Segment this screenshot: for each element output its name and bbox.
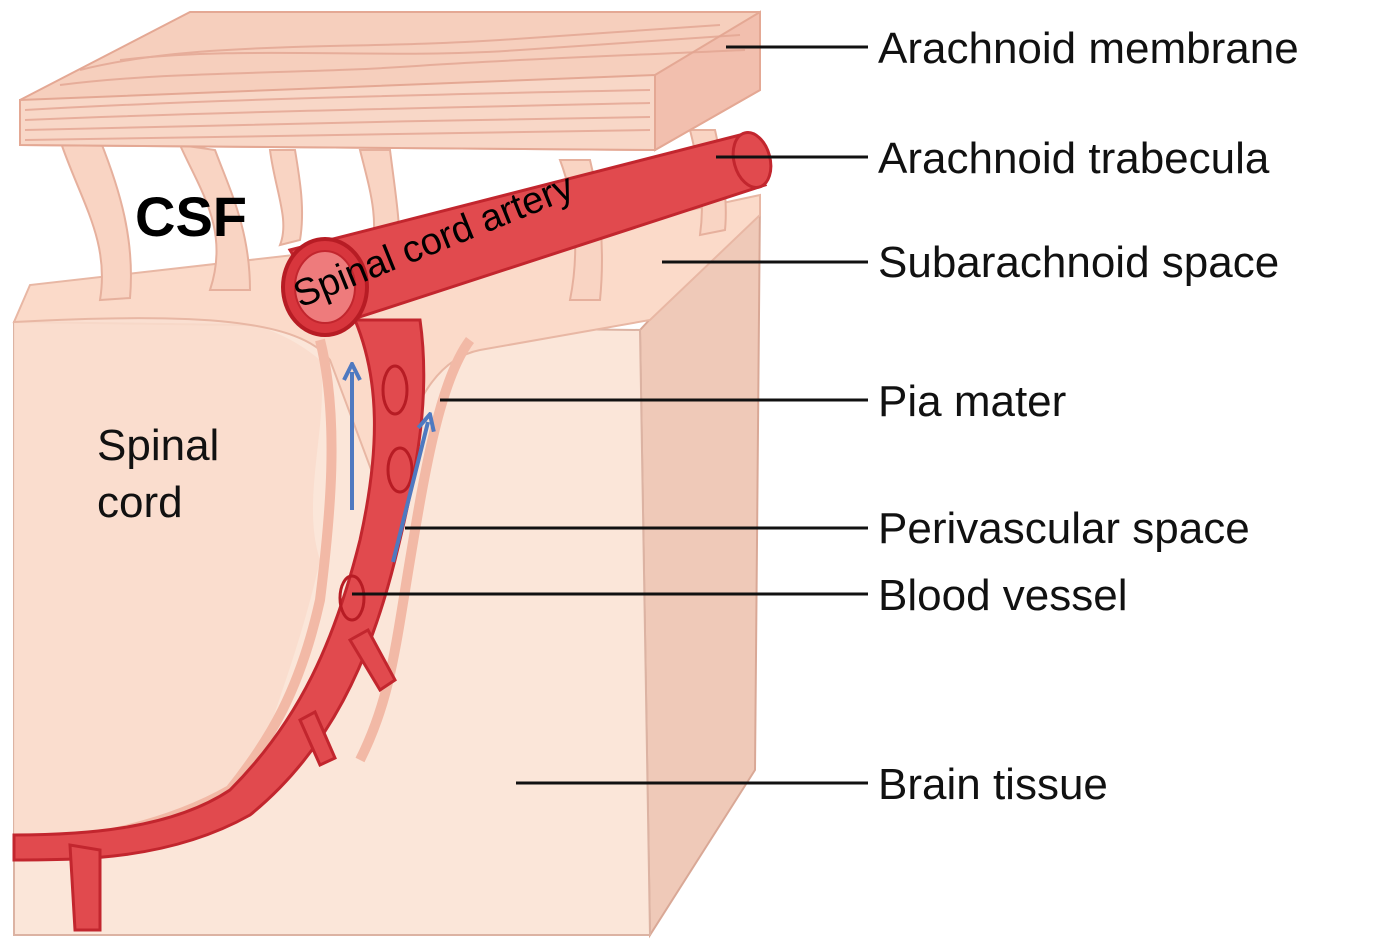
label-subarachnoid-space: Subarachnoid space (878, 238, 1279, 287)
label-csf: CSF (135, 185, 247, 248)
label-arachnoid-trabecula: Arachnoid trabecula (878, 134, 1270, 183)
label-blood-vessel: Blood vessel (878, 571, 1127, 620)
label-brain-tissue: Brain tissue (878, 760, 1108, 809)
label-spinal-cord-line2: cord (97, 478, 183, 527)
label-perivascular-space: Perivascular space (878, 504, 1250, 553)
label-pia-mater: Pia mater (878, 377, 1066, 426)
label-arachnoid-membrane: Arachnoid membrane (878, 24, 1299, 73)
arachnoid-membrane-slab (20, 12, 760, 150)
label-spinal-cord-line1: Spinal (97, 421, 219, 470)
